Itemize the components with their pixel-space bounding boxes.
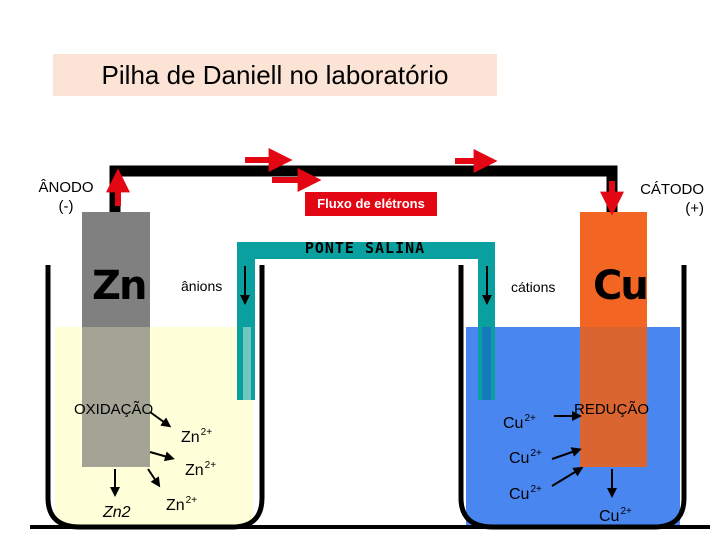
- salt-bridge-right-inner: [482, 327, 491, 400]
- cu-electrode: [580, 212, 647, 467]
- zn-bottom-sub: 2: [121, 504, 131, 521]
- cathode-label-line1: CÁTODO: [640, 181, 704, 198]
- cu-ion-1-charge: 2+: [524, 413, 536, 424]
- cu-ion-2-charge: 2+: [530, 448, 542, 459]
- cu-ion-2: Cu2+: [509, 444, 542, 469]
- cu-ion-4-symbol: Cu: [599, 508, 620, 525]
- cations-label: cátions: [511, 279, 556, 295]
- anode-label-line2: (-): [58, 198, 74, 215]
- cu-ion-arrow-3: [551, 466, 584, 487]
- cu-ion-4-charge: 2+: [620, 506, 632, 517]
- title-background: [53, 54, 497, 96]
- cathode-label: CÁTODO (+): [632, 180, 704, 218]
- oxidation-label: OXIDAÇÃO: [74, 401, 154, 418]
- zn-ion-arrow-3: [147, 468, 161, 488]
- cathode-label-line2: (+): [685, 200, 704, 217]
- cu-ion-2-symbol: Cu: [509, 450, 530, 467]
- zn-electrode-submerged: [82, 327, 150, 467]
- salt-bridge-label: PONTE SALINA: [304, 239, 426, 257]
- zn-ion-2: Zn2+: [185, 456, 216, 481]
- zn-bottom-ion: Zn2: [103, 503, 131, 523]
- zn-ion-arrow-2: [149, 451, 175, 462]
- cu-ion-3: Cu2+: [509, 480, 542, 505]
- cu-ion-4: Cu2+: [599, 502, 632, 527]
- cu-electrode-symbol: Cu: [593, 263, 649, 309]
- zn-ion-3: Zn2+: [166, 491, 197, 516]
- reduction-label: REDUÇÃO: [574, 401, 650, 418]
- salt-bridge: [237, 242, 495, 400]
- anode-label: ÂNODO (-): [36, 178, 96, 216]
- zn-ion-1-symbol: Zn: [181, 429, 200, 446]
- cu-solution: [466, 327, 680, 527]
- zn-ion-2-charge: 2+: [204, 460, 217, 471]
- cu-ion-1: Cu2+: [503, 409, 536, 434]
- anions-label: ânions: [181, 278, 223, 294]
- zn-ion-1: Zn2+: [181, 423, 212, 448]
- anode-label-line1: ÂNODO: [38, 179, 94, 196]
- electron-flow-background: [305, 192, 437, 216]
- electron-flow-label: Fluxo de elétrons: [317, 196, 425, 211]
- cu-ion-1-symbol: Cu: [503, 415, 524, 432]
- zn-electrode-symbol: Zn: [92, 263, 148, 309]
- diagram-title: Pilha de Daniell no laboratório: [101, 60, 449, 90]
- cu-ion-arrow-2: [551, 447, 582, 460]
- zn-ion-1-charge: 2+: [200, 427, 213, 438]
- zn-ion-arrow-1: [149, 411, 172, 428]
- zn-bottom-symbol: Zn: [103, 504, 122, 521]
- salt-bridge-left-inner: [243, 327, 251, 400]
- cu-ion-3-symbol: Cu: [509, 486, 530, 503]
- zn-ion-3-symbol: Zn: [166, 497, 185, 514]
- zn-ion-3-charge: 2+: [185, 495, 198, 506]
- cu-electrode-submerged: [580, 327, 647, 467]
- zn-ion-2-symbol: Zn: [185, 462, 204, 479]
- cu-ion-3-charge: 2+: [530, 484, 542, 495]
